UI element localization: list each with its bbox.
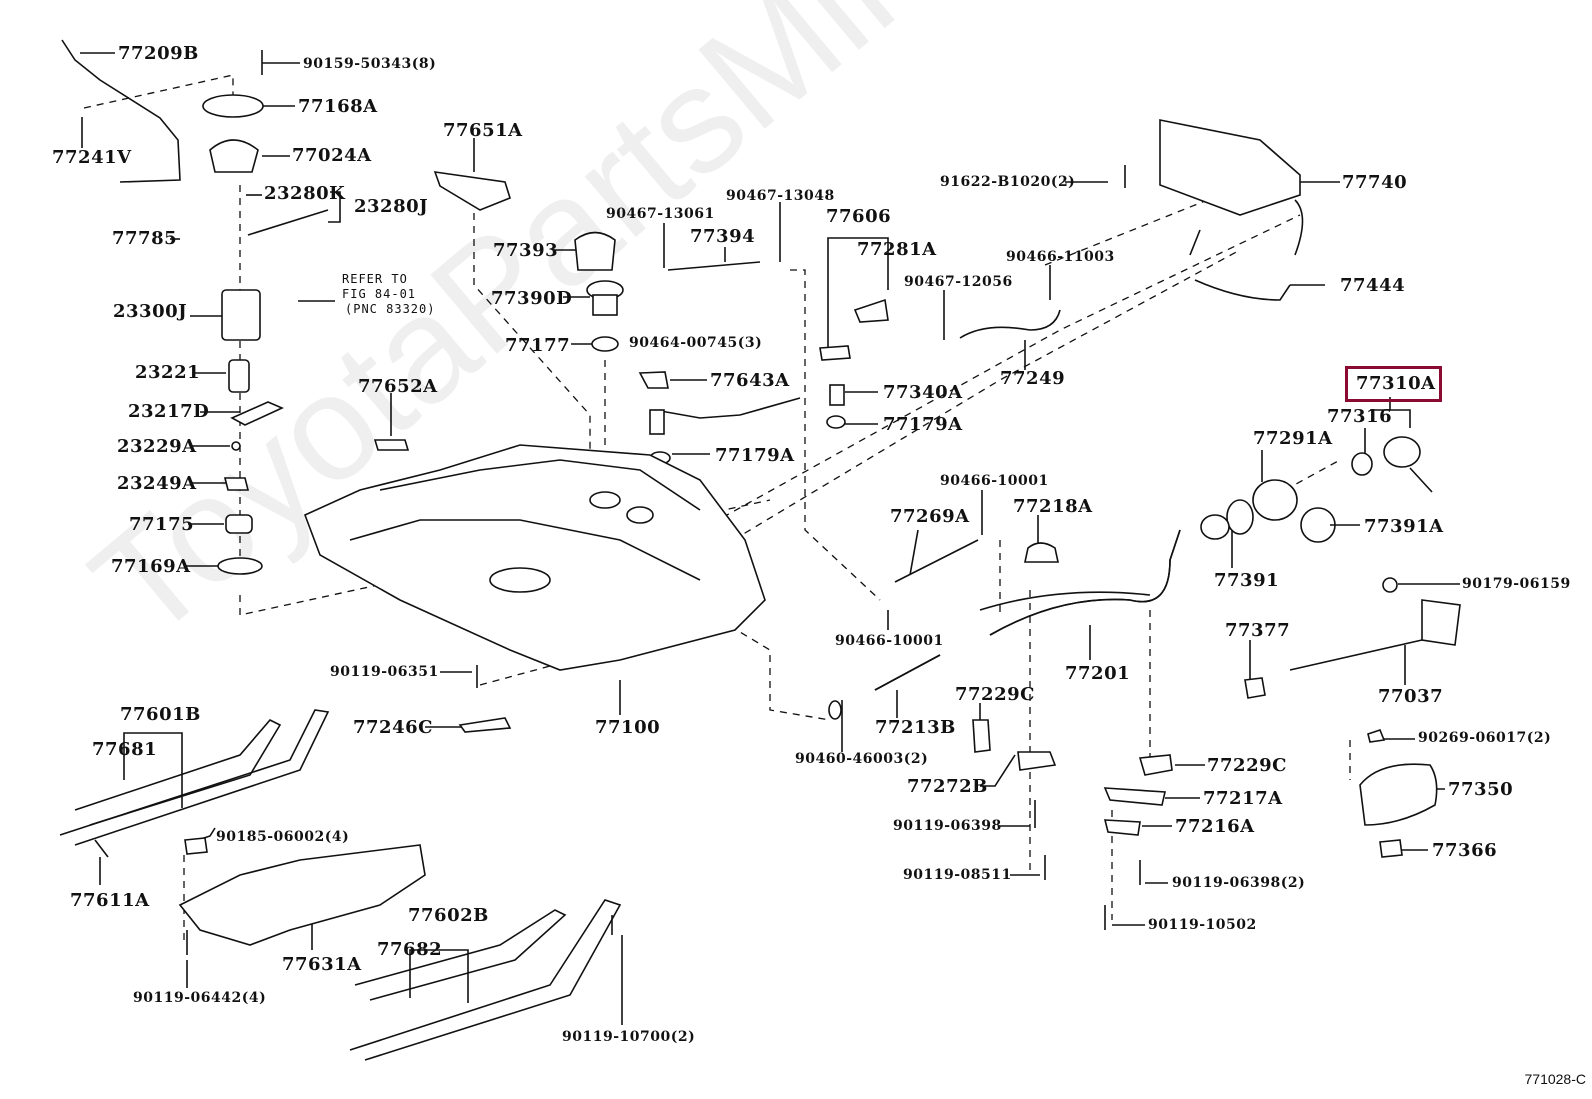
part-label-91622-B1020[interactable]: 91622-B1020(2) — [940, 174, 1076, 190]
part-label-77241V[interactable]: 77241V — [52, 147, 132, 168]
part-label-77611A[interactable]: 77611A — [70, 890, 150, 911]
part-label-77229C[interactable]: 77229C — [1207, 755, 1287, 776]
part-label-77601B[interactable]: 77601B — [120, 704, 201, 725]
part-label-77217A[interactable]: 77217A — [1203, 788, 1283, 809]
part-label-77216A[interactable]: 77216A — [1175, 816, 1255, 837]
part-label-77340A[interactable]: 77340A — [883, 382, 963, 403]
part-label-77169A[interactable]: 77169A — [111, 556, 191, 577]
part-label-77377[interactable]: 77377 — [1225, 620, 1291, 641]
part-label-77246C[interactable]: 77246C — [353, 717, 433, 738]
part-label-77168A[interactable]: 77168A — [298, 96, 378, 117]
part-label-23249A[interactable]: 23249A — [117, 473, 197, 494]
part-label-90466-10001[interactable]: 90466-10001 — [835, 633, 944, 649]
part-label-77269A[interactable]: 77269A — [890, 506, 970, 527]
part-label-23300J[interactable]: 23300J — [113, 301, 188, 322]
part-label-23280K[interactable]: 23280K — [264, 183, 346, 204]
part-label-77100[interactable]: 77100 — [595, 717, 661, 738]
part-label-77366[interactable]: 77366 — [1432, 840, 1498, 861]
refer-note-line2[interactable]: FIG 84-01 — [342, 287, 417, 301]
part-label-90466-10001[interactable]: 90466-10001 — [940, 473, 1049, 489]
part-label-90119-10700[interactable]: 90119-10700(2) — [562, 1029, 696, 1045]
part-label-77393[interactable]: 77393 — [493, 240, 559, 261]
part-label-77175[interactable]: 77175 — [129, 514, 195, 535]
part-label-77391[interactable]: 77391 — [1214, 570, 1280, 591]
part-label-77316[interactable]: 77316 — [1327, 406, 1393, 427]
part-label-90467-13048[interactable]: 90467-13048 — [726, 188, 835, 204]
part-label-77682[interactable]: 77682 — [377, 939, 443, 960]
part-label-77024A[interactable]: 77024A — [292, 145, 372, 166]
part-label-23280J[interactable]: 23280J — [354, 196, 429, 217]
part-label-77444[interactable]: 77444 — [1340, 275, 1406, 296]
part-label-77391A[interactable]: 77391A — [1364, 516, 1444, 537]
part-label-77177[interactable]: 77177 — [505, 335, 571, 356]
part-label-90185-06002[interactable]: 90185-06002(4) — [216, 829, 350, 845]
part-label-90119-08511[interactable]: 90119-08511 — [903, 867, 1012, 883]
part-label-77631A[interactable]: 77631A — [282, 954, 362, 975]
leader-lines — [80, 52, 1460, 1025]
refer-note-line3: (PNC 83320) — [345, 302, 436, 316]
part-label-77037[interactable]: 77037 — [1378, 686, 1444, 707]
part-label-77229C[interactable]: 77229C — [955, 684, 1035, 705]
part-label-77350[interactable]: 77350 — [1448, 779, 1514, 800]
refer-note-line1: REFER TO — [342, 272, 408, 286]
part-label-90467-13061[interactable]: 90467-13061 — [606, 206, 715, 222]
part-label-90119-06398[interactable]: 90119-06398 — [893, 818, 1002, 834]
part-shapes — [59, 39, 1461, 1061]
part-label-77291A[interactable]: 77291A — [1253, 428, 1333, 449]
part-label-77390D[interactable]: 77390D — [491, 288, 573, 309]
part-label-90466-11003[interactable]: 90466-11003 — [1006, 249, 1115, 265]
part-label-77310A-highlighted[interactable]: 77310A — [1345, 366, 1442, 402]
diagram-reference-code: 771028-C — [1524, 1071, 1587, 1087]
part-label-77209B[interactable]: 77209B — [118, 43, 199, 64]
part-label-77681[interactable]: 77681 — [92, 739, 158, 760]
part-label-77606[interactable]: 77606 — [826, 206, 892, 227]
part-label-77201[interactable]: 77201 — [1065, 663, 1131, 684]
part-label-77249[interactable]: 77249 — [1000, 368, 1066, 389]
part-label-23229A[interactable]: 23229A — [117, 436, 197, 457]
part-label-23217D[interactable]: 23217D — [128, 401, 210, 422]
part-label-90159-50343[interactable]: 90159-50343(8) — [303, 56, 437, 72]
part-label-77272B[interactable]: 77272B — [907, 776, 988, 797]
part-label-90119-06442[interactable]: 90119-06442(4) — [133, 990, 267, 1006]
part-label-77218A[interactable]: 77218A — [1013, 496, 1093, 517]
part-label-90119-10502[interactable]: 90119-10502 — [1148, 917, 1257, 933]
part-label-77394[interactable]: 77394 — [690, 226, 756, 247]
part-label-90460-46003[interactable]: 90460-46003(2) — [795, 751, 929, 767]
part-label-77740[interactable]: 77740 — [1342, 172, 1408, 193]
part-label-77179A[interactable]: 77179A — [883, 414, 963, 435]
part-label-90269-06017[interactable]: 90269-06017(2) — [1418, 730, 1552, 746]
part-label-77602B[interactable]: 77602B — [408, 905, 489, 926]
part-label-77281A[interactable]: 77281A — [857, 239, 937, 260]
part-label-77213B[interactable]: 77213B — [875, 717, 956, 738]
part-label-90119-06351[interactable]: 90119-06351 — [330, 664, 439, 680]
part-label-77651A[interactable]: 77651A — [443, 120, 523, 141]
part-label-77179A[interactable]: 77179A — [715, 445, 795, 466]
part-label-90119-06398-2[interactable]: 90119-06398(2) — [1172, 875, 1306, 891]
part-label-77785[interactable]: 77785 — [112, 228, 178, 249]
part-label-77643A[interactable]: 77643A — [710, 370, 790, 391]
part-label-77652A[interactable]: 77652A — [358, 376, 438, 397]
part-label-90179-06159[interactable]: 90179-06159 — [1462, 576, 1571, 592]
part-label-23221[interactable]: 23221 — [135, 362, 201, 383]
part-label-90467-12056[interactable]: 90467-12056 — [904, 274, 1013, 290]
part-label-90464-00745[interactable]: 90464-00745(3) — [629, 335, 763, 351]
